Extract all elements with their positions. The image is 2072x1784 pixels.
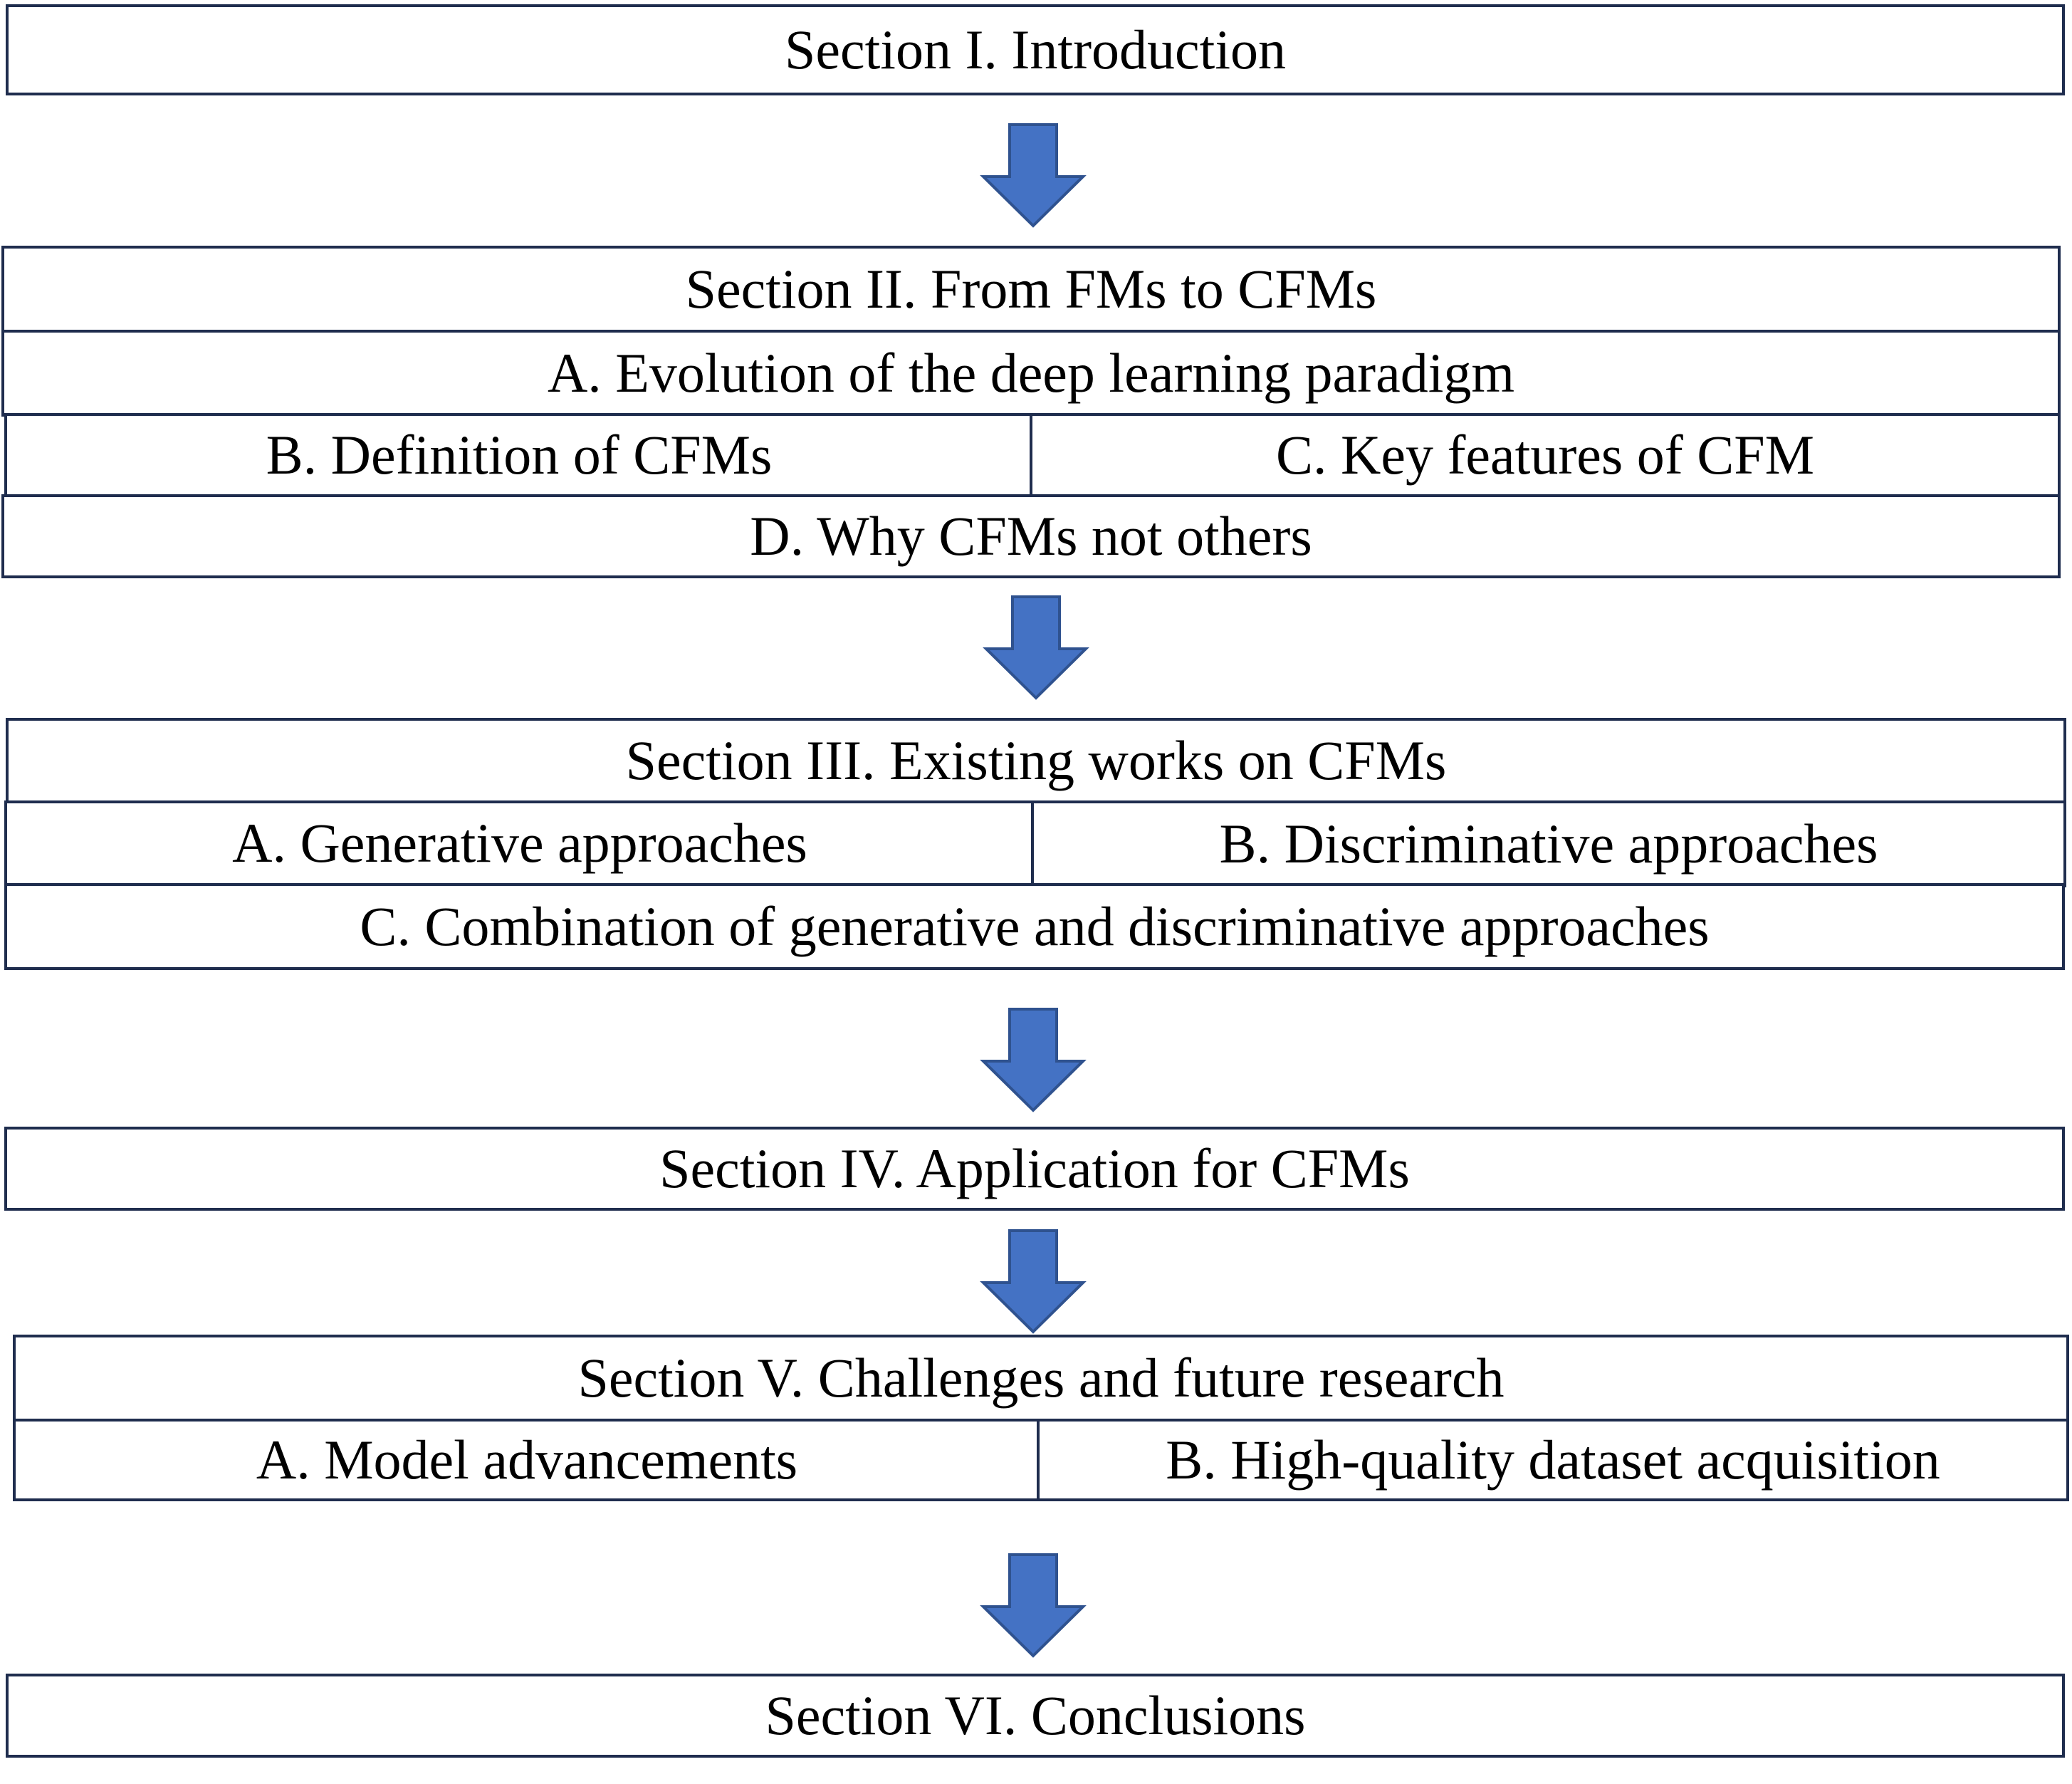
section-2a-label: A. Evolution of the deep learning paradi… [547, 342, 1515, 404]
section-2b-label: B. Definition of CFMs [266, 424, 773, 486]
section-2c-box: C. Key features of CFM [1030, 413, 2061, 497]
section-3b-box: B. Discriminative approaches [1031, 800, 2066, 887]
section-2d-label: D. Why CFMs not others [750, 505, 1312, 567]
down-arrow-icon [980, 1553, 1087, 1658]
section-4-title: Section IV. Application for CFMs [659, 1137, 1410, 1199]
section-3c-label: C. Combination of generative and discrim… [360, 895, 1710, 957]
section-2c-label: C. Key features of CFM [1275, 424, 1815, 486]
section-3a-label: A. Generative approaches [232, 812, 807, 874]
down-arrow-icon [980, 1229, 1087, 1334]
section-6-title: Section VI. Conclusions [765, 1684, 1306, 1746]
section-5b-box: B. High-quality dataset acquisition [1037, 1419, 2069, 1501]
down-arrow-icon [983, 595, 1089, 700]
section-2a-box: A. Evolution of the deep learning paradi… [1, 330, 2061, 417]
section-3-title-box: Section III. Existing works on CFMs [6, 718, 2066, 803]
section-2-title-box: Section II. From FMs to CFMs [1, 246, 2061, 333]
section-1-title: Section I. Introduction [784, 19, 1287, 80]
section-5-title: Section V. Challenges and future researc… [577, 1347, 1505, 1409]
section-3b-label: B. Discriminative approaches [1219, 813, 1878, 875]
section-5a-box: A. Model advancements [13, 1419, 1041, 1501]
section-4-box: Section IV. Application for CFMs [4, 1127, 2065, 1211]
section-5b-label: B. High-quality dataset acquisition [1166, 1429, 1940, 1491]
down-arrow-icon [980, 123, 1087, 228]
section-6-box: Section VI. Conclusions [6, 1674, 2065, 1758]
section-3-title: Section III. Existing works on CFMs [625, 729, 1447, 791]
section-1-box: Section I. Introduction [6, 4, 2065, 95]
down-arrow-icon [980, 1008, 1087, 1112]
section-5-title-box: Section V. Challenges and future researc… [13, 1335, 2069, 1422]
section-2d-box: D. Why CFMs not others [1, 494, 2061, 578]
section-2b-box: B. Definition of CFMs [4, 413, 1034, 497]
section-5a-label: A. Model advancements [256, 1429, 798, 1491]
section-3a-box: A. Generative approaches [4, 800, 1035, 886]
section-3c-box: C. Combination of generative and discrim… [4, 883, 2065, 970]
section-2-title: Section II. From FMs to CFMs [685, 258, 1377, 320]
